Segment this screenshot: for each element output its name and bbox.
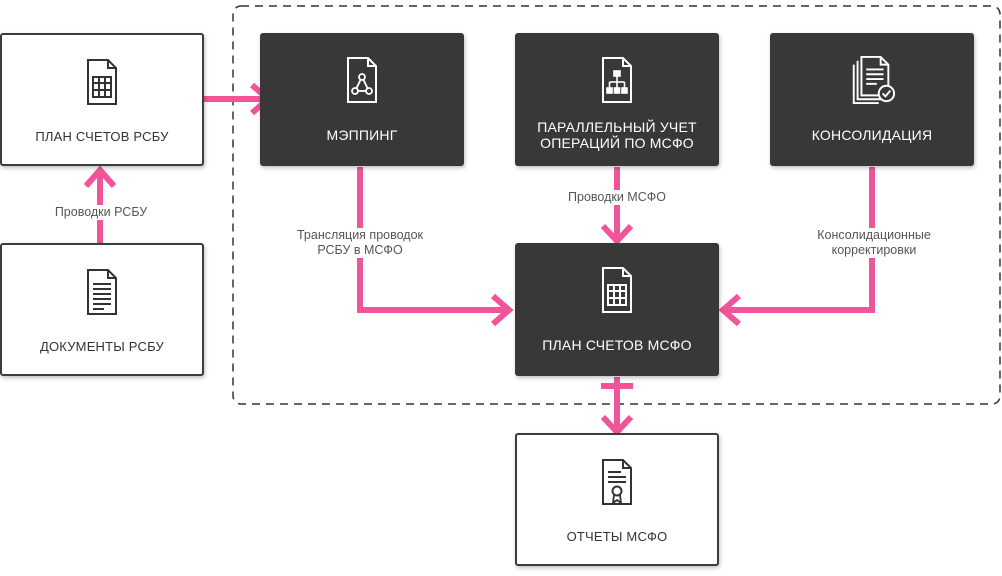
arrowhead-translation [491,293,514,327]
node-mapping-label: МЭППИНГ [326,127,398,143]
stacked-documents-check-icon [852,55,896,105]
certificate-document-icon [602,459,632,505]
arrowhead-provodki-rsbu [83,165,117,188]
edge-label-provodki-msfo: Проводки МСФО [560,190,674,205]
node-docs-rsbu: ДОКУМЕНТЫ РСБУ [0,243,204,376]
node-mapping: МЭППИНГ [260,33,464,166]
node-reports-msfo-label: ОТЧЕТЫ МСФО [566,529,668,544]
arrowhead-to-reports [600,414,634,437]
node-plan-msfo-label: ПЛАН СЧЕТОВ МСФО [542,337,692,353]
spreadsheet-document-icon [602,267,632,313]
edge-label-consolidation: Консолидационные корректировки [802,228,946,258]
network-document-icon [347,57,377,103]
edge-consolidation [725,167,875,313]
node-consolidation-label: КОНСОЛИДАЦИЯ [811,127,933,143]
edge-label-translation-line2: РСБУ в МСФО [317,243,403,257]
edge-label-translation-line1: Трансляция проводок [296,228,423,242]
arrowhead-provodki-msfo [600,223,634,246]
node-plan-msfo: ПЛАН СЧЕТОВ МСФО [515,243,719,376]
edge-label-provodki-rsbu: Проводки РСБУ [46,205,156,220]
arrowhead-consolidation [718,293,741,327]
node-parallel-accounting-label: ПАРАЛЛЕЛЬНЫЙ УЧЕТ ОПЕРАЦИЙ ПО МСФО [519,119,715,151]
hierarchy-document-icon [602,57,632,103]
node-parallel-label-line2: ОПЕРАЦИЙ ПО МСФО [540,135,694,151]
node-consolidation: КОНСОЛИДАЦИЯ [770,33,974,166]
node-reports-msfo: ОТЧЕТЫ МСФО [515,433,719,566]
edge-label-consolidation-line2: корректировки [831,243,917,257]
spreadsheet-document-icon [87,59,117,105]
text-document-icon [87,269,117,315]
node-plan-rsbu: ПЛАН СЧЕТОВ РСБУ [0,33,204,166]
edge-translation [357,167,507,313]
node-plan-rsbu-label: ПЛАН СЧЕТОВ РСБУ [35,129,169,144]
node-docs-rsbu-label: ДОКУМЕНТЫ РСБУ [39,339,165,354]
edge-label-translation: Трансляция проводок РСБУ в МСФО [284,228,436,258]
node-parallel-label-line1: ПАРАЛЛЕЛЬНЫЙ УЧЕТ [537,119,697,135]
node-parallel-accounting: ПАРАЛЛЕЛЬНЫЙ УЧЕТ ОПЕРАЦИЙ ПО МСФО [515,33,719,166]
edge-label-consolidation-line1: Консолидационные [817,228,931,242]
